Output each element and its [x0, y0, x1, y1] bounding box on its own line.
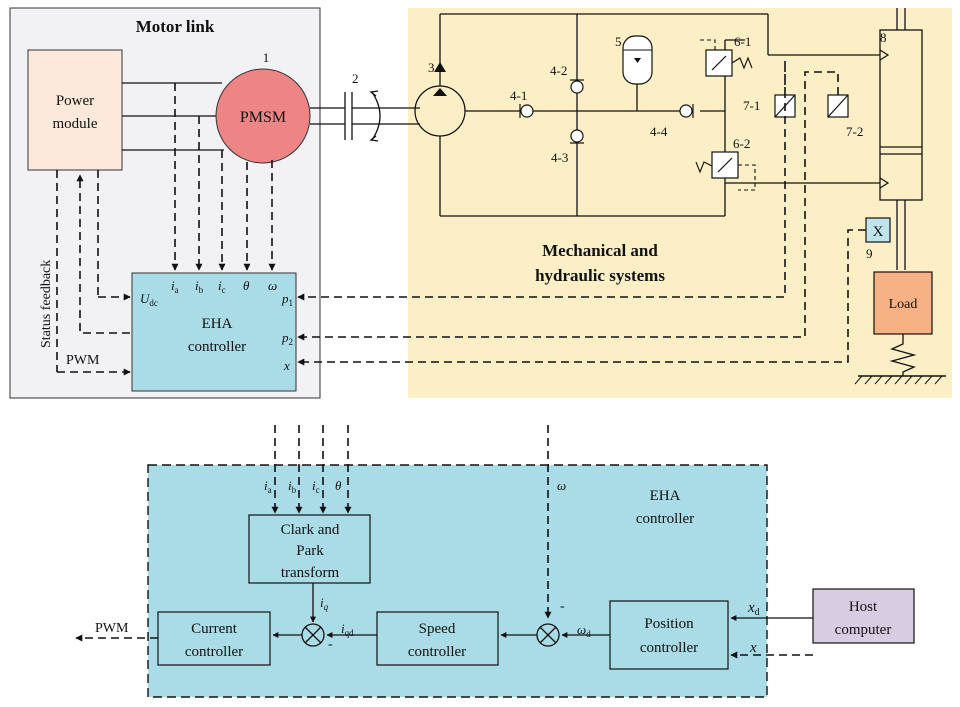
- clark-park-label-1: Clark and: [281, 522, 340, 538]
- pump-number: 3: [428, 60, 435, 75]
- shaft-coupling: [310, 90, 420, 142]
- coupling-number: 2: [352, 71, 359, 86]
- relief-valve-6-1: [705, 49, 733, 77]
- pressure-sensor-7-2: [827, 94, 849, 118]
- detail-ib: ib: [288, 478, 297, 495]
- sensor-feedback-lines: [297, 60, 866, 366]
- current-minus: -: [328, 637, 333, 652]
- load-box: [873, 271, 933, 335]
- detail-ic: ic: [312, 478, 320, 495]
- displacement-sensor-label: X: [873, 224, 884, 240]
- power-lines: [122, 82, 224, 151]
- host-computer-block: [812, 588, 915, 644]
- sensor-7-1: 7-1: [743, 98, 760, 113]
- host-computer-label-2: computer: [835, 622, 892, 638]
- power-module-label-2: module: [53, 116, 98, 132]
- current-controller-label-2: controller: [185, 644, 243, 660]
- pmsm-label: PMSM: [240, 109, 286, 126]
- pump-triangle: [433, 88, 447, 96]
- clark-park-label-3: transform: [281, 565, 340, 581]
- current-controller-label-1: Current: [191, 621, 238, 637]
- load-spring: [889, 334, 917, 376]
- cylinder-number: 8: [880, 30, 887, 45]
- sensor-9: 9: [866, 246, 873, 261]
- signal-flow-lines: [272, 615, 813, 638]
- pwm-top-label: PWM: [66, 353, 100, 368]
- clark-park-label-2: Park: [296, 543, 324, 559]
- clark-park-block: [248, 514, 371, 584]
- pump-arrow-up: [434, 62, 446, 72]
- power-module-box: [27, 49, 123, 171]
- eha-detail-label-2: controller: [636, 511, 694, 527]
- hydraulic-title-1: Mechanical and: [542, 241, 658, 260]
- ia-label: ia: [171, 278, 179, 295]
- iqd-label: iqd: [341, 621, 354, 638]
- status-feedback-lines: [56, 170, 131, 376]
- eha-top-label-2: controller: [188, 339, 246, 355]
- p1-label: p1: [281, 291, 293, 308]
- check-valves: [520, 80, 693, 143]
- speed-controller-label-2: controller: [408, 644, 466, 660]
- valve-4-3: 4-3: [551, 150, 568, 165]
- sensor-7-2: 7-2: [846, 124, 863, 139]
- speed-controller-label-1: Speed: [419, 621, 456, 637]
- ic-label: ic: [218, 278, 226, 295]
- p2-label: p2: [281, 330, 293, 347]
- hydraulic-cylinder: [879, 8, 923, 270]
- speed-controller-block: [376, 611, 499, 666]
- theta-label: θ: [243, 278, 250, 293]
- x-label: x: [283, 358, 290, 373]
- iq-label: iq: [320, 595, 329, 612]
- detail-input-labels: ia ib ic θ ω: [264, 478, 566, 495]
- x-feedback-label: x: [749, 640, 757, 656]
- eha-controller-top: [131, 272, 297, 392]
- position-controller-label-2: controller: [640, 640, 698, 656]
- xd-label: xd: [747, 600, 760, 618]
- ib-label: ib: [195, 278, 204, 295]
- speed-minus: -: [560, 599, 565, 614]
- ground-hatch: [854, 375, 943, 385]
- omegad-label: ωd: [577, 622, 591, 639]
- eha-top-label-1: EHA: [202, 316, 233, 332]
- detail-omega: ω: [557, 478, 566, 493]
- motor-link-title: Motor link: [136, 17, 215, 36]
- position-controller-label-1: Position: [644, 616, 694, 632]
- check-valve-seats: [519, 79, 694, 144]
- hydraulic-panel: [408, 8, 952, 398]
- valve-6-2: 6-2: [733, 136, 750, 151]
- eha-detail-label-1: EHA: [650, 488, 681, 504]
- current-controller-block: [157, 611, 271, 666]
- detail-input-lines: [271, 425, 552, 619]
- detail-theta: θ: [335, 478, 342, 493]
- status-feedback-label: Status feedback: [39, 260, 54, 348]
- valve-4-4: 4-4: [650, 124, 668, 139]
- relief-valve-6-2: [711, 151, 739, 179]
- pmsm-number: 1: [263, 50, 270, 65]
- power-module-label-1: Power: [56, 93, 94, 109]
- valve-4-2: 4-2: [550, 63, 567, 78]
- host-computer-label-1: Host: [849, 599, 878, 615]
- current-sensing-lines: [171, 83, 276, 271]
- omega-label: ω: [268, 278, 277, 293]
- dashed-flow-lines: [75, 634, 813, 659]
- valve-6-1: 6-1: [734, 34, 751, 49]
- pwm-bottom-label: PWM: [95, 621, 129, 636]
- udc-label: Udc: [140, 291, 158, 308]
- load-label: Load: [889, 297, 918, 312]
- eha-top-inputs: Udc ia ib ic θ ω p1 p2 x: [140, 278, 293, 373]
- hydraulic-title-2: hydraulic systems: [535, 266, 665, 285]
- valve-4-1: 4-1: [510, 88, 527, 103]
- position-controller-block: [609, 600, 729, 670]
- accumulator-number: 5: [615, 34, 622, 49]
- detail-ia: ia: [264, 478, 272, 495]
